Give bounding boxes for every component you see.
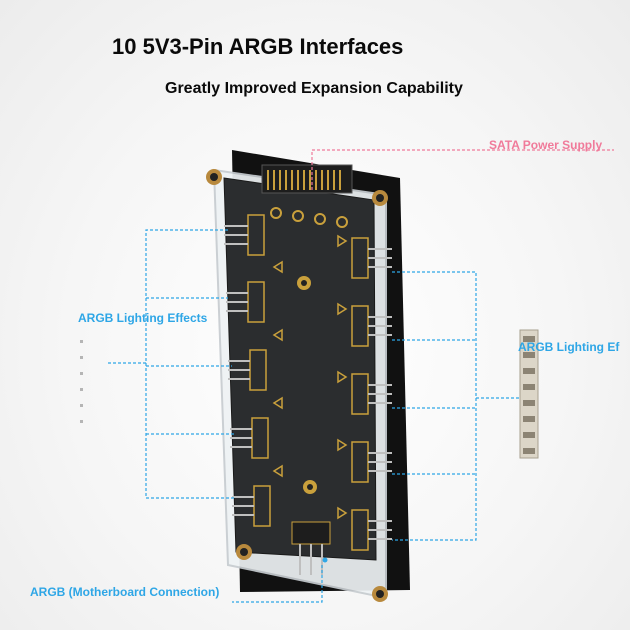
mounting-screws [206,169,388,602]
left-header-pins [224,225,254,516]
argb-lighting-callout-right: ARGB Lighting Ef [518,340,620,354]
argb-leader-lines-right [392,271,520,541]
led-strip [519,329,539,459]
argb-leader-lines-left [108,229,236,499]
sata-leader-line [311,149,614,190]
faint-led-strip [80,340,83,423]
sata-connector [261,164,353,194]
subheadline: Greatly Improved Expansion Capability [165,80,463,97]
motherboard-leader-line [232,565,323,603]
motherboard-input-header [291,521,331,575]
test-pads [270,207,348,228]
sata-power-callout: SATA Power Supply [489,138,603,152]
headline: 10 5V3-Pin ARGB Interfaces [112,34,404,59]
right-header-pins [368,248,392,540]
direction-arrows [272,234,348,520]
argb-lighting-callout-left: ARGB Lighting Effects [78,311,208,325]
motherboard-connection-callout: ARGB (Motherboard Connection) [30,585,220,599]
